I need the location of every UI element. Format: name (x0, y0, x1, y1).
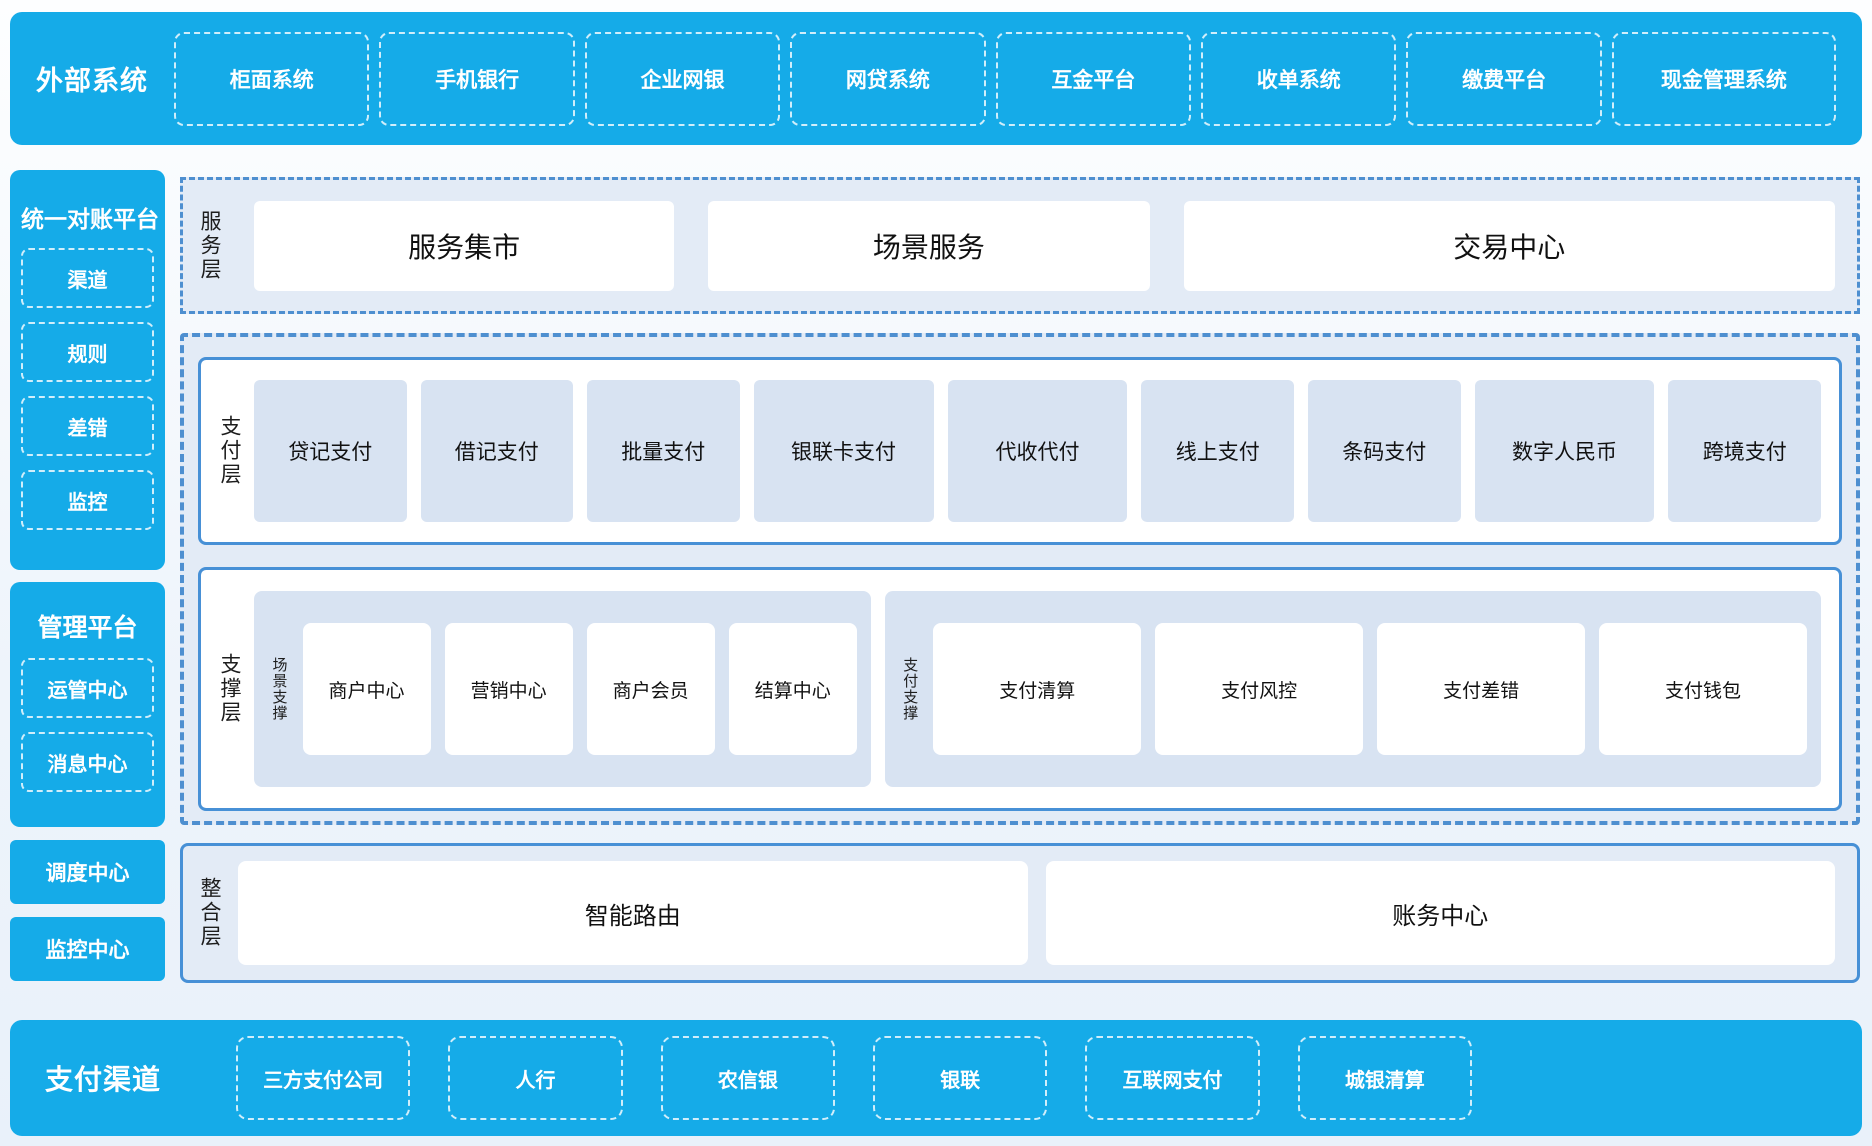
external-system-online-loan: 网贷系统 (790, 31, 986, 126)
channel-rural-credit: 农信银 (660, 1036, 835, 1120)
pay-support-panel: 支付支撑 支付清算 支付风控 支付差错 支付钱包 (884, 591, 1821, 787)
integration-item-smart-routing: 智能路由 (238, 861, 1028, 965)
scene-support-panel: 场景支撑 商户中心 营销中心 商户会员 结算中心 (254, 591, 871, 787)
pay-support-item-error: 支付差错 (1377, 623, 1586, 755)
recon-item-errors: 差错 (21, 396, 154, 456)
external-system-counter: 柜面系统 (174, 31, 370, 126)
recon-item-rules: 规则 (21, 322, 154, 382)
payment-layer-label: 支付层 (218, 415, 241, 487)
pay-item-debit: 借记支付 (420, 380, 574, 522)
external-systems-title: 外部系统 (36, 66, 148, 96)
channel-third-party: 三方支付公司 (236, 1036, 411, 1120)
pay-support-label: 支付支撑 (901, 657, 919, 721)
external-system-cash-mgmt: 现金管理系统 (1611, 31, 1836, 126)
external-system-mobile-bank: 手机银行 (379, 31, 575, 126)
service-item-market: 服务集市 (254, 200, 675, 291)
integration-layer-container: 整合层 智能路由 账务中心 (180, 843, 1860, 983)
pay-item-online: 线上支付 (1141, 380, 1294, 522)
pay-support-item-wallet: 支付钱包 (1599, 623, 1808, 755)
recon-item-monitor: 监控 (21, 470, 154, 530)
pay-item-ecny: 数字人民币 (1474, 380, 1655, 522)
monitoring-center-block: 监控中心 (10, 917, 165, 981)
service-layer-label: 服务层 (198, 209, 221, 282)
reconciliation-platform-title: 统一对账平台 (21, 206, 159, 232)
channel-internet-pay: 互联网支付 (1085, 1036, 1260, 1120)
support-layer-label: 支撑层 (218, 653, 241, 725)
pay-item-crossborder: 跨境支付 (1668, 380, 1821, 522)
external-system-fintech: 互金平台 (995, 31, 1192, 126)
service-layer-container: 服务层 服务集市 场景服务 交易中心 (180, 177, 1860, 314)
payment-layer-box: 支付层 贷记支付 借记支付 批量支付 银联卡支付 代收代付 线上支付 条码支付 … (198, 357, 1842, 545)
scheduling-center-block: 调度中心 (10, 840, 165, 904)
integration-item-accounting-center: 账务中心 (1045, 861, 1835, 965)
external-system-corp-ebank: 企业网银 (584, 31, 781, 126)
pay-support-item-risk: 支付风控 (1155, 623, 1364, 755)
scene-item-merchant-member: 商户会员 (586, 623, 715, 755)
integration-layer-label: 整合层 (198, 877, 221, 949)
pay-item-barcode: 条码支付 (1308, 380, 1461, 522)
payment-channels-items: 三方支付公司 人行 农信银 银联 互联网支付 城银清算 (236, 1036, 1472, 1120)
payment-channels-title: 支付渠道 (45, 1064, 162, 1095)
pay-support-item-clearing: 支付清算 (933, 623, 1142, 755)
external-systems-items: 柜面系统 手机银行 企业网银 网贷系统 互金平台 收单系统 缴费平台 现金管理系… (174, 31, 1836, 126)
pay-item-collection: 代收代付 (947, 380, 1128, 522)
service-item-scene: 场景服务 (708, 200, 1150, 291)
scene-item-merchant-center: 商户中心 (302, 623, 431, 755)
management-platform-block: 管理平台 运管中心 消息中心 (10, 582, 165, 827)
core-layers-container: 支付层 贷记支付 借记支付 批量支付 银联卡支付 代收代付 线上支付 条码支付 … (180, 333, 1860, 825)
mgmt-item-ops-center: 运管中心 (21, 658, 154, 718)
service-item-trade: 交易中心 (1183, 200, 1836, 291)
recon-item-channel: 渠道 (21, 248, 154, 308)
scene-support-label: 场景支撑 (270, 657, 288, 721)
reconciliation-platform-block: 统一对账平台 渠道 规则 差错 监控 (10, 170, 165, 570)
pay-item-unionpay-card: 银联卡支付 (753, 380, 934, 522)
scene-item-settlement-center: 结算中心 (728, 623, 857, 755)
scene-item-marketing-center: 营销中心 (444, 623, 573, 755)
channel-unionpay: 银联 (873, 1036, 1048, 1120)
mgmt-item-message-center: 消息中心 (21, 732, 154, 792)
external-system-acquiring: 收单系统 (1201, 31, 1397, 126)
support-layer-box: 支撑层 场景支撑 商户中心 营销中心 商户会员 结算中心 支付支撑 支付清算 支… (198, 567, 1842, 811)
payment-channels-bar: 支付渠道 三方支付公司 人行 农信银 银联 互联网支付 城银清算 (10, 1020, 1862, 1136)
management-platform-title: 管理平台 (37, 614, 138, 642)
external-system-bill-pay: 缴费平台 (1406, 31, 1602, 126)
pay-item-credit: 贷记支付 (254, 380, 407, 522)
pay-item-batch: 批量支付 (587, 380, 740, 522)
channel-pboc: 人行 (448, 1036, 623, 1120)
channel-city-clearing: 城银清算 (1297, 1036, 1472, 1120)
external-systems-bar: 外部系统 柜面系统 手机银行 企业网银 网贷系统 互金平台 收单系统 缴费平台 … (10, 12, 1862, 145)
